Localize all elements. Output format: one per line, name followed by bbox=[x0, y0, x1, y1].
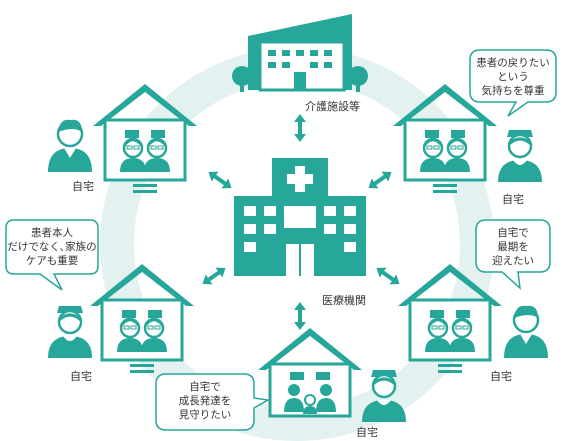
doctor-icon bbox=[46, 118, 94, 174]
bubble-line: 自宅で bbox=[189, 380, 221, 393]
speech-bubble: 自宅で 成長発達を 見守りたい bbox=[155, 373, 271, 431]
speech-bubble: 患者本人 だけでなく､家族の ケアも重要 bbox=[5, 219, 99, 291]
bubble-line: 成長発達を bbox=[179, 394, 232, 407]
hospital-icon bbox=[234, 158, 366, 276]
bubble-line: 見守りたい bbox=[179, 408, 232, 421]
bubble-line: 気持ちを尊重 bbox=[482, 84, 545, 97]
care-facility-label: 介護施設等 bbox=[305, 99, 360, 113]
doctor-icon bbox=[502, 304, 550, 360]
double-arrow-icon bbox=[373, 263, 403, 289]
bubble-line: 患者の戻りたい bbox=[476, 56, 550, 69]
double-arrow-icon bbox=[365, 167, 395, 193]
bubble-line: 最期を bbox=[497, 241, 529, 253]
bubble-line: 迎えたい bbox=[492, 255, 534, 267]
medical-institution-label: 医療機関 bbox=[322, 293, 366, 307]
home-label: 自宅 bbox=[490, 369, 512, 383]
speech-bubble: 患者の戻りたい という 気持ちを尊重 bbox=[469, 49, 557, 117]
family-icon bbox=[284, 384, 336, 414]
home-label: 自宅 bbox=[356, 425, 378, 439]
bubble-line: ケアも重要 bbox=[26, 254, 79, 267]
bubble-line: 患者本人 bbox=[31, 226, 73, 239]
nurse-icon bbox=[496, 128, 544, 184]
home-label: 自宅 bbox=[72, 179, 94, 193]
house-icon bbox=[258, 328, 362, 418]
double-arrow-icon bbox=[294, 114, 306, 142]
double-arrow-icon bbox=[294, 302, 306, 330]
speech-bubble: 自宅で 最期を 迎えたい bbox=[475, 219, 551, 290]
double-arrow-icon bbox=[205, 167, 235, 193]
bubble-line: 自宅で bbox=[497, 226, 529, 239]
home-label: 自宅 bbox=[502, 192, 524, 206]
bubble-line: だけでなく､家族の bbox=[7, 240, 96, 253]
care-facility-icon bbox=[232, 14, 368, 92]
bubble-line: という bbox=[497, 71, 529, 83]
home-label: 自宅 bbox=[70, 369, 92, 383]
double-arrow-icon bbox=[199, 263, 229, 289]
nurse-icon bbox=[46, 304, 94, 360]
